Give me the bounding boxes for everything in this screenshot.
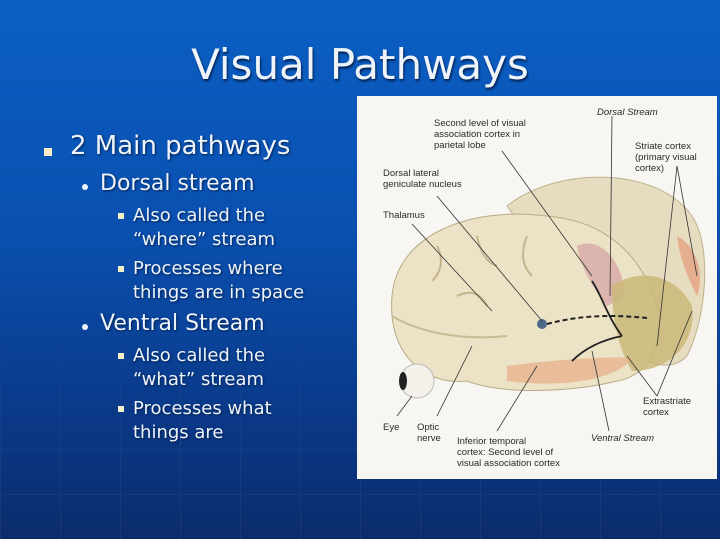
label-dorsal-stream: Dorsal Stream — [597, 107, 658, 118]
bullet-dot-icon — [82, 184, 88, 190]
label-thalamus: Thalamus — [383, 210, 425, 221]
bullet-main: 2 Main pathways — [70, 131, 291, 161]
label-ventral-stream: Ventral Stream — [591, 433, 655, 444]
bullet-square-icon — [118, 353, 124, 359]
dorsal-item-1: Also called the“where” stream — [133, 205, 276, 250]
bullet-dorsal: Dorsal stream — [100, 171, 255, 196]
bullet-ventral: Ventral Stream — [100, 311, 265, 336]
ventral-item-1: Also called the“what” stream — [133, 345, 266, 390]
bullet-square-icon — [118, 213, 124, 219]
bullet-square-icon — [118, 266, 124, 272]
brain-illustration — [391, 115, 706, 432]
bullet-square-icon — [44, 148, 52, 156]
bullet-square-icon — [118, 406, 124, 412]
bullet-dot-icon — [82, 324, 88, 330]
slide-title: Visual Pathways — [191, 40, 529, 89]
label-eye: Eye — [383, 422, 400, 433]
